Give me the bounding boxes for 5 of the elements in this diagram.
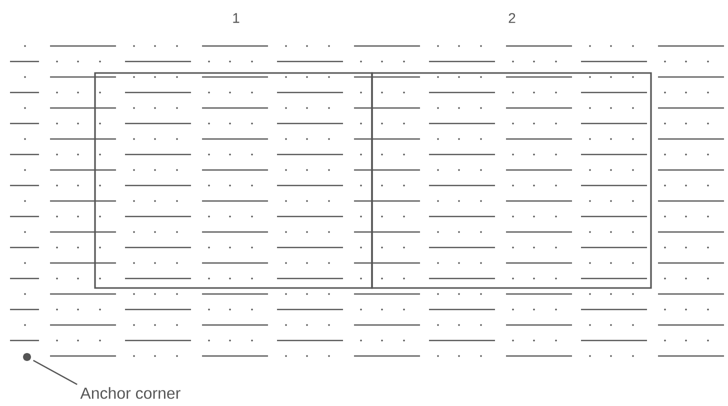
callout-text: Anchor corner bbox=[80, 387, 180, 399]
leader-line bbox=[33, 360, 78, 385]
area-number: 1 bbox=[233, 13, 240, 23]
area-number: 2 bbox=[508, 13, 516, 23]
anchor-dot bbox=[23, 353, 31, 361]
